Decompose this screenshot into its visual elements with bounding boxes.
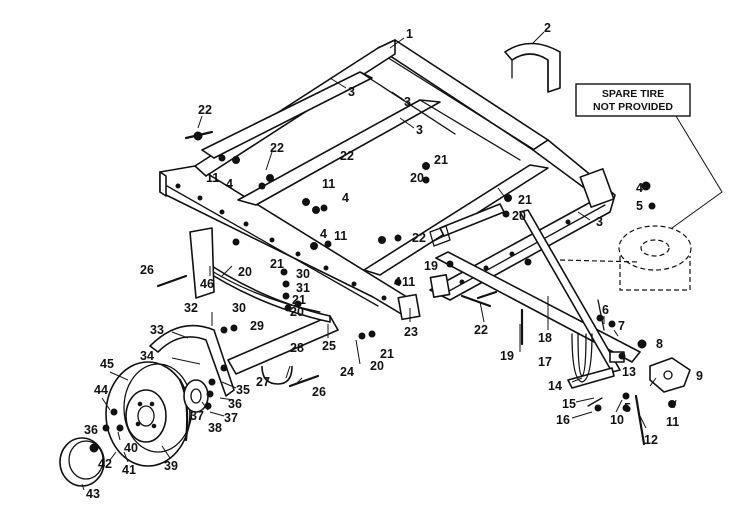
part-label: 21 xyxy=(380,347,394,361)
part-label: 5 xyxy=(624,401,631,415)
part-label: 23 xyxy=(404,325,418,339)
part-label: 10 xyxy=(610,413,624,427)
part-label: 16 xyxy=(556,413,570,427)
part-label: 36 xyxy=(84,423,98,437)
tongue-assembly xyxy=(435,209,691,446)
part-label: 21 xyxy=(270,257,284,271)
part-label: 33 xyxy=(150,323,164,337)
inner-slat-1 xyxy=(201,71,373,159)
tongue-strut xyxy=(519,209,621,373)
part-label: 26 xyxy=(312,385,326,399)
part-label: 20 xyxy=(410,171,424,185)
callout-line-1: SPARE TIRE xyxy=(602,88,664,100)
part-label: 42 xyxy=(98,457,112,471)
part-label: 12 xyxy=(644,433,658,447)
leaf-spring xyxy=(189,227,331,385)
part-label: 1 xyxy=(406,27,413,41)
part-label: 3 xyxy=(596,215,603,229)
part-label: 22 xyxy=(412,231,426,245)
part-label: 20 xyxy=(370,359,384,373)
part-label: 20 xyxy=(512,209,526,223)
part-label: 22 xyxy=(270,141,284,155)
axle-tube xyxy=(227,315,339,375)
part-label: 37 xyxy=(190,409,204,423)
part-label: 29 xyxy=(250,319,264,333)
part-label: 15 xyxy=(562,397,576,411)
hub xyxy=(183,379,209,413)
callout-line-2: NOT PROVIDED xyxy=(593,101,673,113)
part-label: 39 xyxy=(164,459,178,473)
spare-tire-callout: SPARE TIRE NOT PROVIDED xyxy=(575,83,723,229)
part-label: 4 xyxy=(226,177,233,191)
part-label: 3 xyxy=(348,85,355,99)
part-label: 14 xyxy=(548,379,562,393)
part-label: 11 xyxy=(206,171,219,185)
fender-cap xyxy=(504,42,561,93)
part-label: 4 xyxy=(636,181,643,195)
part-label: 25 xyxy=(322,339,336,353)
part-label: 17 xyxy=(538,355,552,369)
tongue-bar xyxy=(435,251,641,363)
part-label: 22 xyxy=(198,103,212,117)
part-label: 43 xyxy=(86,487,100,501)
part-label: 11 xyxy=(402,275,415,289)
part-label: 8 xyxy=(656,337,663,351)
part-label: 20 xyxy=(238,265,252,279)
part-label: 18 xyxy=(538,331,552,345)
main-frame xyxy=(159,39,616,321)
part-label: 21 xyxy=(434,153,448,167)
part-label: 24 xyxy=(340,365,354,379)
part-label: 36 xyxy=(228,397,242,411)
part-label: 19 xyxy=(424,259,438,273)
part-label: 40 xyxy=(124,441,138,455)
part-label: 4 xyxy=(342,191,349,205)
part-label: 30 xyxy=(232,301,246,315)
part-label: 5 xyxy=(636,199,643,213)
part-label: 35 xyxy=(236,383,250,397)
inner-slat-2 xyxy=(237,99,441,206)
axle-assembly xyxy=(227,203,505,375)
part-label: 31 xyxy=(296,281,310,295)
part-label: 2 xyxy=(544,21,551,35)
part-label: 3 xyxy=(416,123,423,137)
part-label: 34 xyxy=(140,349,154,363)
part-label: 21 xyxy=(292,293,306,307)
part-label: 44 xyxy=(94,383,108,397)
part-label: 38 xyxy=(208,421,222,435)
part-label: 9 xyxy=(696,369,703,383)
part-label: 20 xyxy=(290,305,304,319)
part-label: 26 xyxy=(140,263,154,277)
spare-tire-phantom xyxy=(559,225,692,291)
part-label: 28 xyxy=(290,341,304,355)
part-label: 37 xyxy=(224,411,238,425)
part-label: 11 xyxy=(334,229,347,243)
hardware xyxy=(89,130,676,453)
part-label: 11 xyxy=(322,177,335,191)
part-label: 11 xyxy=(666,415,679,429)
part-label: 6 xyxy=(602,303,609,317)
part-label: 4 xyxy=(320,227,327,241)
hitch-coupler xyxy=(649,357,691,393)
part-labels: 1 2 3 3 3 3 4 4 4 4 4 5 5 6 7 8 9 10 11 … xyxy=(84,21,703,501)
part-label: 21 xyxy=(518,193,532,207)
leader-lines xyxy=(81,31,677,491)
part-label: 7 xyxy=(618,319,625,333)
part-label: 30 xyxy=(296,267,310,281)
part-label: 3 xyxy=(404,95,411,109)
part-label: 41 xyxy=(122,463,136,477)
part-label: 22 xyxy=(340,149,354,163)
part-label: 27 xyxy=(256,375,270,389)
part-label: 45 xyxy=(100,357,114,371)
part-label: 13 xyxy=(622,365,636,379)
wheel-fender xyxy=(149,324,235,397)
part-label: 46 xyxy=(200,277,214,291)
part-label: 19 xyxy=(500,349,514,363)
inner-slat-3 xyxy=(363,164,549,276)
part-label: 32 xyxy=(184,301,198,315)
part-label: 22 xyxy=(474,323,488,337)
part-label: 4 xyxy=(394,275,401,289)
